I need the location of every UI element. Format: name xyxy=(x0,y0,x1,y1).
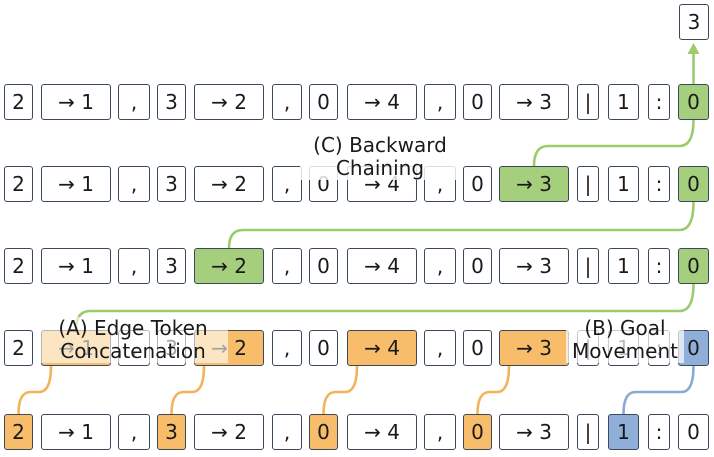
row1-token-10: 0 xyxy=(463,84,492,120)
row4-token-11: → 3 xyxy=(499,330,569,366)
edge-concat-link-2 xyxy=(170,364,206,416)
row1-token-7: 0 xyxy=(309,84,338,120)
row2-token-2: → 1 xyxy=(41,166,111,202)
row3-token-10: 0 xyxy=(463,248,492,284)
row3-token-14: : xyxy=(648,248,670,284)
label-goal-line2: Movement xyxy=(572,339,678,363)
row3-token-2: → 1 xyxy=(41,248,111,284)
row4-token-7: 0 xyxy=(309,330,338,366)
row5-token-15: 0 xyxy=(678,414,709,450)
edge-concat-link-1 xyxy=(17,364,53,416)
row3-token-9: , xyxy=(424,248,456,284)
row5-token-9: , xyxy=(424,414,456,450)
row1-token-6: , xyxy=(272,84,302,120)
row5-token-6: , xyxy=(272,414,302,450)
row2-token-10: 0 xyxy=(463,166,492,202)
row2-token-3: , xyxy=(118,166,150,202)
output-token: 3 xyxy=(679,4,709,40)
backward-path-2 xyxy=(227,200,695,250)
goal-movement-link xyxy=(622,364,695,416)
row4-token-9: , xyxy=(424,330,456,366)
label-goal-movement: (B) Goal Movement xyxy=(566,317,684,363)
row1-token-13: 1 xyxy=(608,84,639,120)
row3-token-8: → 4 xyxy=(347,248,417,284)
row2-token-13: 1 xyxy=(608,166,639,202)
row1-token-5: → 2 xyxy=(194,84,264,120)
row1-token-2: → 1 xyxy=(41,84,111,120)
row2-token-5: → 2 xyxy=(194,166,264,202)
row3-token-13: 1 xyxy=(608,248,639,284)
row5-token-2: → 1 xyxy=(41,414,111,450)
row5-token-7: 0 xyxy=(309,414,338,450)
label-backward-line2: Chaining xyxy=(335,156,425,180)
row2-token-1: 2 xyxy=(4,166,33,202)
row5-token-11: → 3 xyxy=(499,414,569,450)
label-edge-line2: Concatenation xyxy=(60,339,206,363)
row5-token-4: 3 xyxy=(157,414,186,450)
row5-token-1: 2 xyxy=(4,414,33,450)
label-goal-line1: (B) Goal xyxy=(584,316,666,340)
label-edge-token-concatenation: (A) Edge Token Concatenation xyxy=(38,317,228,363)
row4-token-6: , xyxy=(272,330,302,366)
row3-token-3: , xyxy=(118,248,150,284)
row1-token-14: : xyxy=(648,84,670,120)
row4-token-8: → 4 xyxy=(347,330,417,366)
label-backward-chaining: (C) Backward Chaining xyxy=(300,134,460,180)
row2-token-6: , xyxy=(272,166,302,202)
row2-token-11: → 3 xyxy=(499,166,569,202)
row3-token-4: 3 xyxy=(157,248,186,284)
row5-token-13: 1 xyxy=(608,414,639,450)
row1-token-9: , xyxy=(424,84,456,120)
row5-token-14: : xyxy=(648,414,670,450)
row3-token-6: , xyxy=(272,248,302,284)
row2-token-4: 3 xyxy=(157,166,186,202)
row1-token-1: 2 xyxy=(4,84,33,120)
row3-token-15: 0 xyxy=(678,248,709,284)
row1-token-3: , xyxy=(118,84,150,120)
row3-token-7: 0 xyxy=(309,248,338,284)
row5-token-5: → 2 xyxy=(194,414,264,450)
label-backward-line1: (C) Backward xyxy=(313,133,447,157)
row2-token-15: 0 xyxy=(678,166,709,202)
row1-token-11: → 3 xyxy=(499,84,569,120)
row1-token-8: → 4 xyxy=(347,84,417,120)
row2-token-12: | xyxy=(577,166,599,202)
label-edge-line1: (A) Edge Token xyxy=(58,316,208,340)
row3-token-5: → 2 xyxy=(194,248,264,284)
backward-path-1 xyxy=(532,118,695,168)
row3-token-1: 2 xyxy=(4,248,33,284)
row1-token-12: | xyxy=(577,84,599,120)
row1-token-15: 0 xyxy=(678,84,709,120)
row2-token-14: : xyxy=(648,166,670,202)
backward-arrow-to-output-arrowhead xyxy=(687,43,700,54)
row3-token-11: → 3 xyxy=(499,248,569,284)
row5-token-3: , xyxy=(118,414,150,450)
row3-token-12: | xyxy=(577,248,599,284)
row5-token-8: → 4 xyxy=(347,414,417,450)
row1-token-4: 3 xyxy=(157,84,186,120)
edge-concat-link-3 xyxy=(322,364,359,416)
edge-concat-link-4 xyxy=(476,364,511,416)
row4-token-1: 2 xyxy=(4,330,33,366)
row5-token-10: 0 xyxy=(463,414,492,450)
row4-token-10: 0 xyxy=(463,330,492,366)
row5-token-12: | xyxy=(577,414,599,450)
